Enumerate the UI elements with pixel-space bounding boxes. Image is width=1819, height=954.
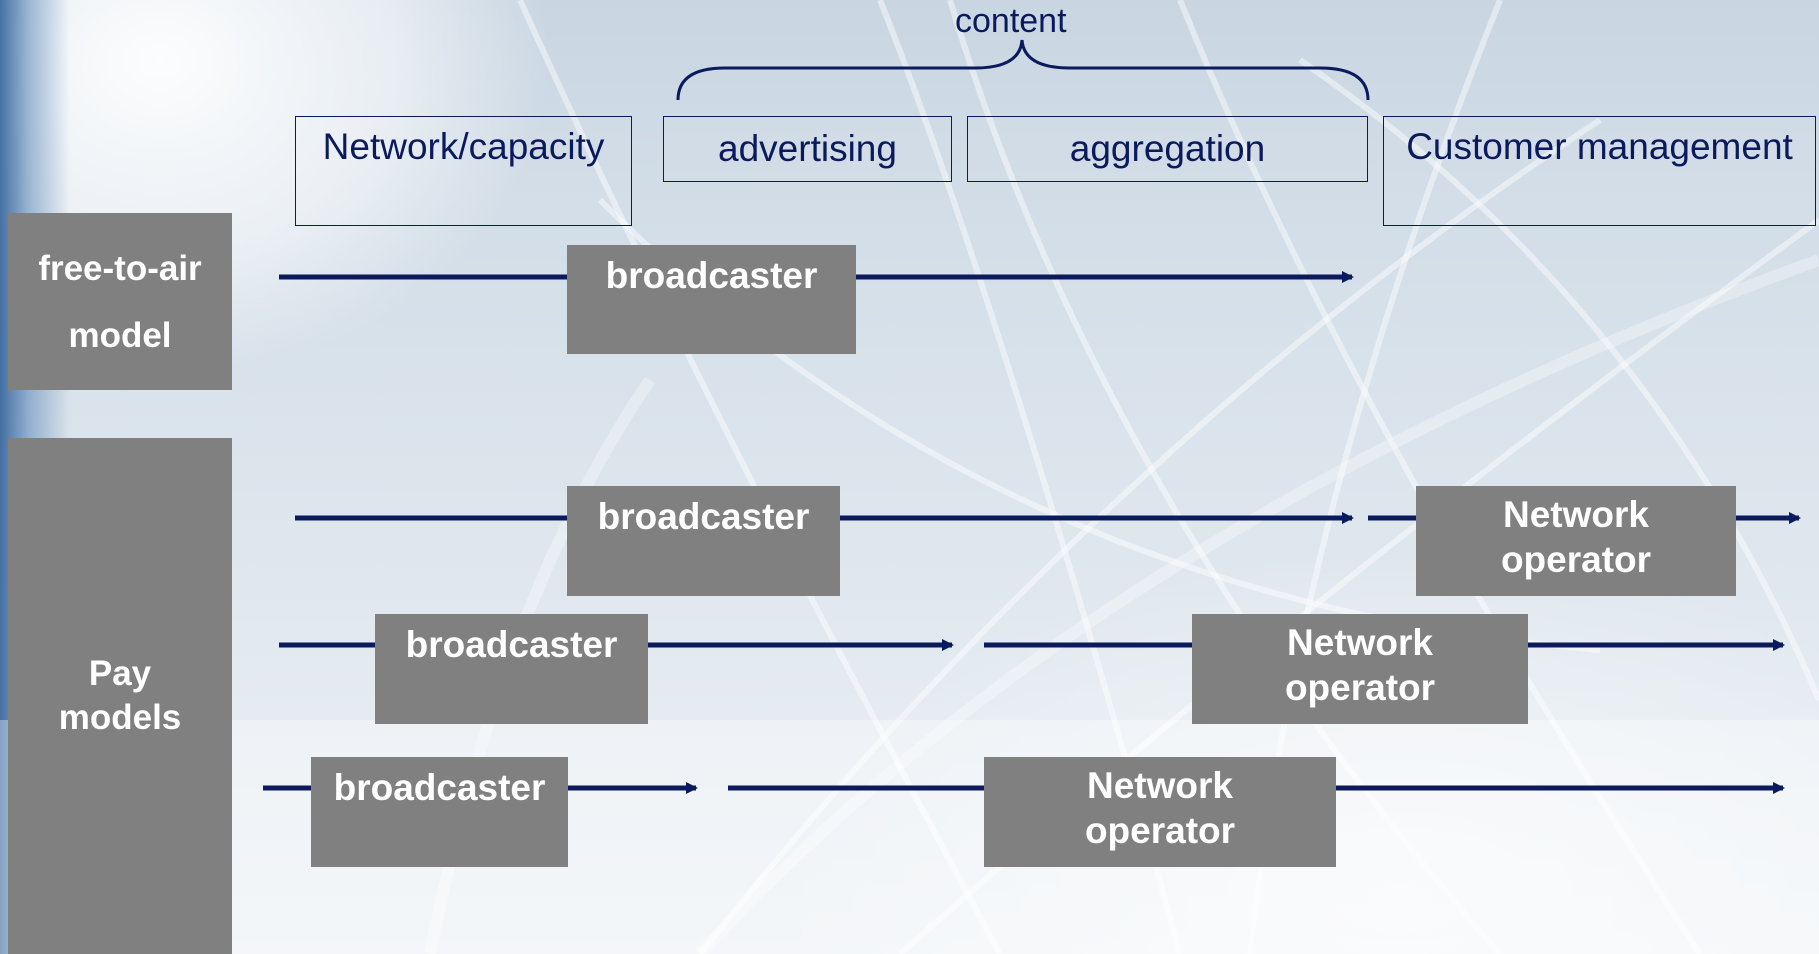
header-network-capacity: Network/capacity [295, 116, 632, 226]
pay1-operator-line1: Network [1503, 494, 1649, 535]
pay3-operator-line1: Network [1087, 765, 1233, 806]
pay-models-label: Pay models [8, 438, 232, 954]
pay2-broadcaster-box: broadcaster [375, 614, 648, 724]
pay1-broadcaster-label: broadcaster [597, 496, 810, 537]
pay-models-line1: Pay [88, 654, 152, 693]
pay2-operator-line1: Network [1287, 622, 1433, 663]
free-to-air-model-label: free-to-air model [8, 213, 232, 390]
pay3-broadcaster-label: broadcaster [333, 767, 546, 808]
header-customer-management-label: Customer management [1406, 126, 1793, 167]
pay3-operator-line2: operator [1084, 810, 1236, 851]
header-aggregation-label: aggregation [1069, 128, 1266, 169]
pay2-broadcaster-label: broadcaster [405, 624, 618, 665]
header-network-capacity-label: Network/capacity [322, 126, 605, 167]
fta-broadcaster-label: broadcaster [605, 255, 818, 296]
content-label: content [955, 2, 1067, 40]
pay2-network-operator-box: Network operator [1192, 614, 1528, 724]
header-advertising: advertising [663, 116, 952, 182]
fta-broadcaster-box: broadcaster [567, 245, 856, 354]
pay3-broadcaster-box: broadcaster [311, 757, 568, 867]
pay-models-line2: models [58, 698, 182, 737]
free-to-air-line1: free-to-air [38, 248, 202, 288]
pay3-network-operator-box: Network operator [984, 757, 1336, 867]
header-aggregation: aggregation [967, 116, 1368, 182]
header-advertising-label: advertising [718, 128, 897, 169]
header-customer-management: Customer management [1383, 116, 1816, 226]
free-to-air-line2: model [68, 315, 172, 355]
content-brace [676, 39, 1370, 101]
pay2-operator-line2: operator [1284, 667, 1436, 708]
pay1-network-operator-box: Network operator [1416, 486, 1736, 596]
pay1-broadcaster-box: broadcaster [567, 486, 840, 596]
pay1-operator-line2: operator [1500, 539, 1652, 580]
